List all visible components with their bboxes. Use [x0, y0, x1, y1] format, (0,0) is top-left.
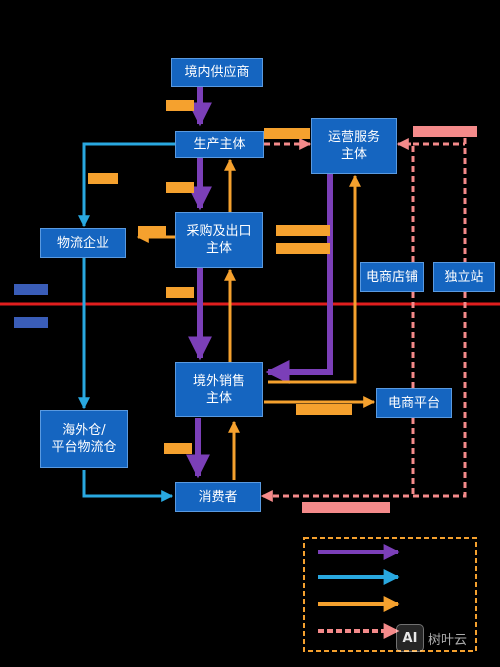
operator-node: 运营服务 主体	[311, 118, 397, 174]
goods-flow-arrows	[186, 86, 333, 479]
label-tag-consumer-purchase	[302, 502, 390, 513]
label-tag-operator-fee	[276, 225, 330, 236]
logistics-node: 物流企业	[40, 228, 126, 258]
logistics-flow-arrows	[78, 142, 175, 502]
label-tag-operator-service	[264, 128, 310, 139]
funds-flow-arrows	[136, 158, 376, 480]
watermark-text: 树叶云	[428, 632, 468, 648]
legend	[303, 537, 477, 652]
label-tag-platform-fee	[296, 404, 352, 415]
label-tag-producer-purchase	[166, 182, 194, 193]
purchase-export-node: 采购及出口 主体	[175, 212, 263, 268]
independent-site-node: 独立站	[433, 262, 495, 292]
label-tag-sales-consumer	[164, 443, 192, 454]
watermark: AI 树叶云	[396, 624, 467, 652]
watermark-logo: AI	[396, 624, 424, 652]
region-tag-domestic	[14, 284, 48, 295]
consumer-node: 消费者	[175, 482, 261, 512]
label-tag-logistics-vertical	[88, 173, 118, 184]
label-tag-supplier-producer	[166, 100, 194, 111]
label-tag-operator-fee-2	[276, 243, 330, 254]
service-flow-arrows	[260, 138, 467, 502]
label-tag-export-cross	[166, 287, 194, 298]
overseas-warehouse-node: 海外仓/ 平台物流仓	[40, 410, 128, 468]
label-tag-to-logistics	[138, 226, 166, 237]
legend-frame	[303, 537, 477, 652]
ecommerce-platform-node: 电商平台	[376, 388, 452, 418]
producer-node: 生产主体	[175, 131, 264, 158]
overseas-sales-node: 境外销售 主体	[175, 362, 263, 417]
ecommerce-store-node: 电商店铺	[360, 262, 424, 292]
label-tag-store-service	[413, 126, 477, 137]
domestic-supplier-node: 境内供应商	[171, 58, 263, 87]
region-tag-overseas	[14, 317, 48, 328]
